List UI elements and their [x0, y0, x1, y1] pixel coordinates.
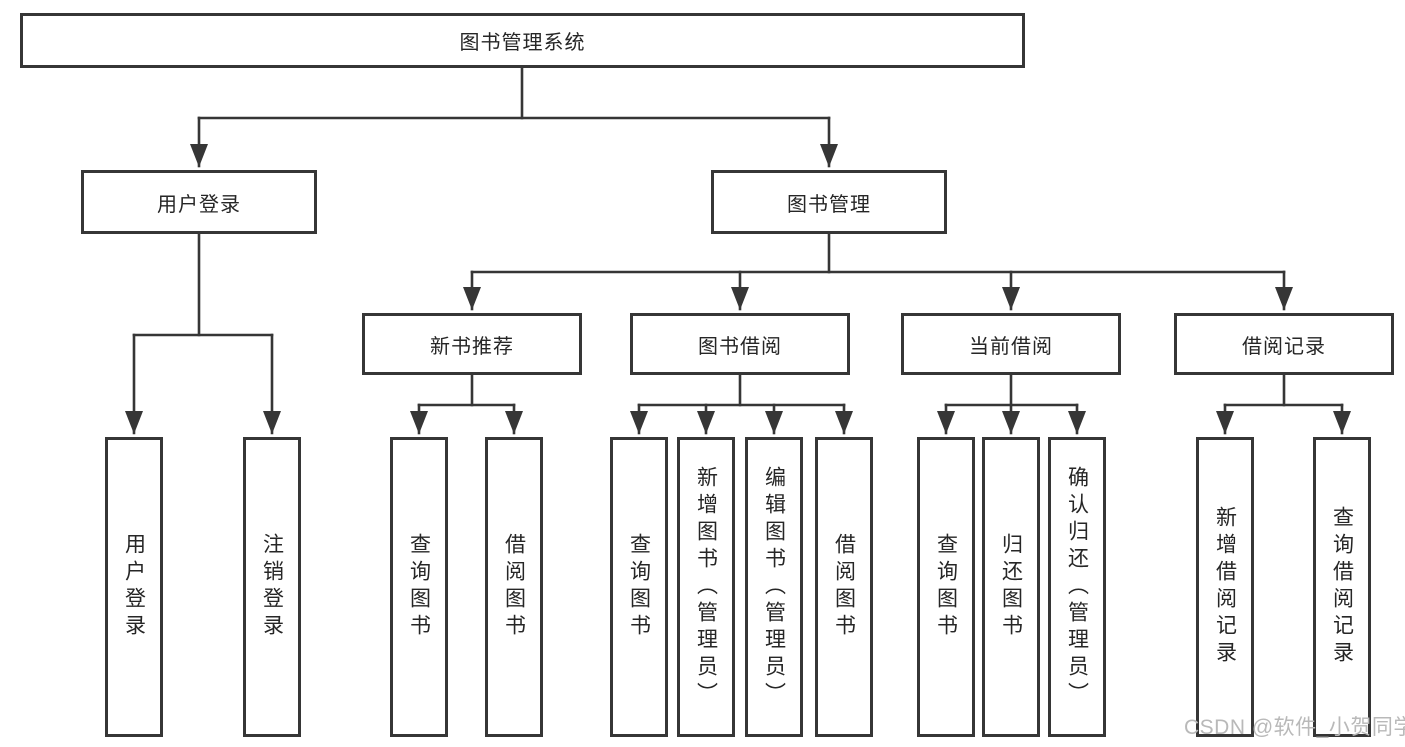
leaf-current-confirm-return-admin: 确认归还（管理员） [1048, 437, 1106, 737]
leaf-borrow-query-books: 查询图书 [610, 437, 668, 737]
leaf-records-query-record: 查询借阅记录 [1313, 437, 1371, 737]
node-book-management: 图书管理 [711, 170, 947, 234]
leaf-current-confirm-return-admin-label: 确认归还（管理员） [1065, 465, 1089, 709]
leaf-borrow-edit-books-admin-label: 编辑图书（管理员） [762, 465, 786, 709]
node-root-label: 图书管理系统 [459, 32, 586, 54]
leaf-current-return-books: 归还图书 [982, 437, 1040, 737]
node-borrow-records: 借阅记录 [1174, 313, 1394, 375]
leaf-recommend-query-books-label: 查询图书 [407, 533, 431, 641]
leaf-borrow-borrow-books: 借阅图书 [815, 437, 873, 737]
node-root: 图书管理系统 [20, 13, 1025, 68]
node-borrow-records-label: 借阅记录 [1242, 335, 1326, 358]
node-user-login: 用户登录 [81, 170, 317, 234]
node-book-borrow: 图书借阅 [630, 313, 850, 375]
csdn-watermark: CSDN @软件_小贺同学 [1184, 716, 1405, 739]
leaf-recommend-borrow-books-label: 借阅图书 [502, 533, 526, 641]
leaf-borrow-borrow-books-label: 借阅图书 [832, 533, 856, 641]
leaf-user-login: 用户登录 [105, 437, 163, 737]
leaf-current-return-books-label: 归还图书 [999, 533, 1023, 641]
leaf-borrow-query-books-label: 查询图书 [627, 533, 651, 641]
leaf-current-query-books-label: 查询图书 [934, 533, 958, 641]
leaf-records-add-record: 新增借阅记录 [1196, 437, 1254, 737]
node-current-borrow: 当前借阅 [901, 313, 1121, 375]
leaf-current-query-books: 查询图书 [917, 437, 975, 737]
leaf-records-add-record-label: 新增借阅记录 [1213, 506, 1237, 668]
node-book-management-label: 图书管理 [787, 193, 871, 216]
leaf-borrow-add-books-admin-label: 新增图书（管理员） [694, 465, 718, 709]
leaf-records-query-record-label: 查询借阅记录 [1330, 506, 1354, 668]
leaf-recommend-query-books: 查询图书 [390, 437, 448, 737]
leaf-recommend-borrow-books: 借阅图书 [485, 437, 543, 737]
leaf-user-login-label: 用户登录 [122, 533, 146, 641]
leaf-borrow-add-books-admin: 新增图书（管理员） [677, 437, 735, 737]
leaf-borrow-edit-books-admin: 编辑图书（管理员） [745, 437, 803, 737]
node-new-book-recommend-label: 新书推荐 [430, 335, 514, 358]
node-new-book-recommend: 新书推荐 [362, 313, 582, 375]
node-user-login-label: 用户登录 [157, 193, 241, 216]
node-book-borrow-label: 图书借阅 [698, 335, 782, 358]
node-current-borrow-label: 当前借阅 [969, 335, 1053, 358]
leaf-logout-label: 注销登录 [260, 533, 284, 641]
leaf-logout: 注销登录 [243, 437, 301, 737]
